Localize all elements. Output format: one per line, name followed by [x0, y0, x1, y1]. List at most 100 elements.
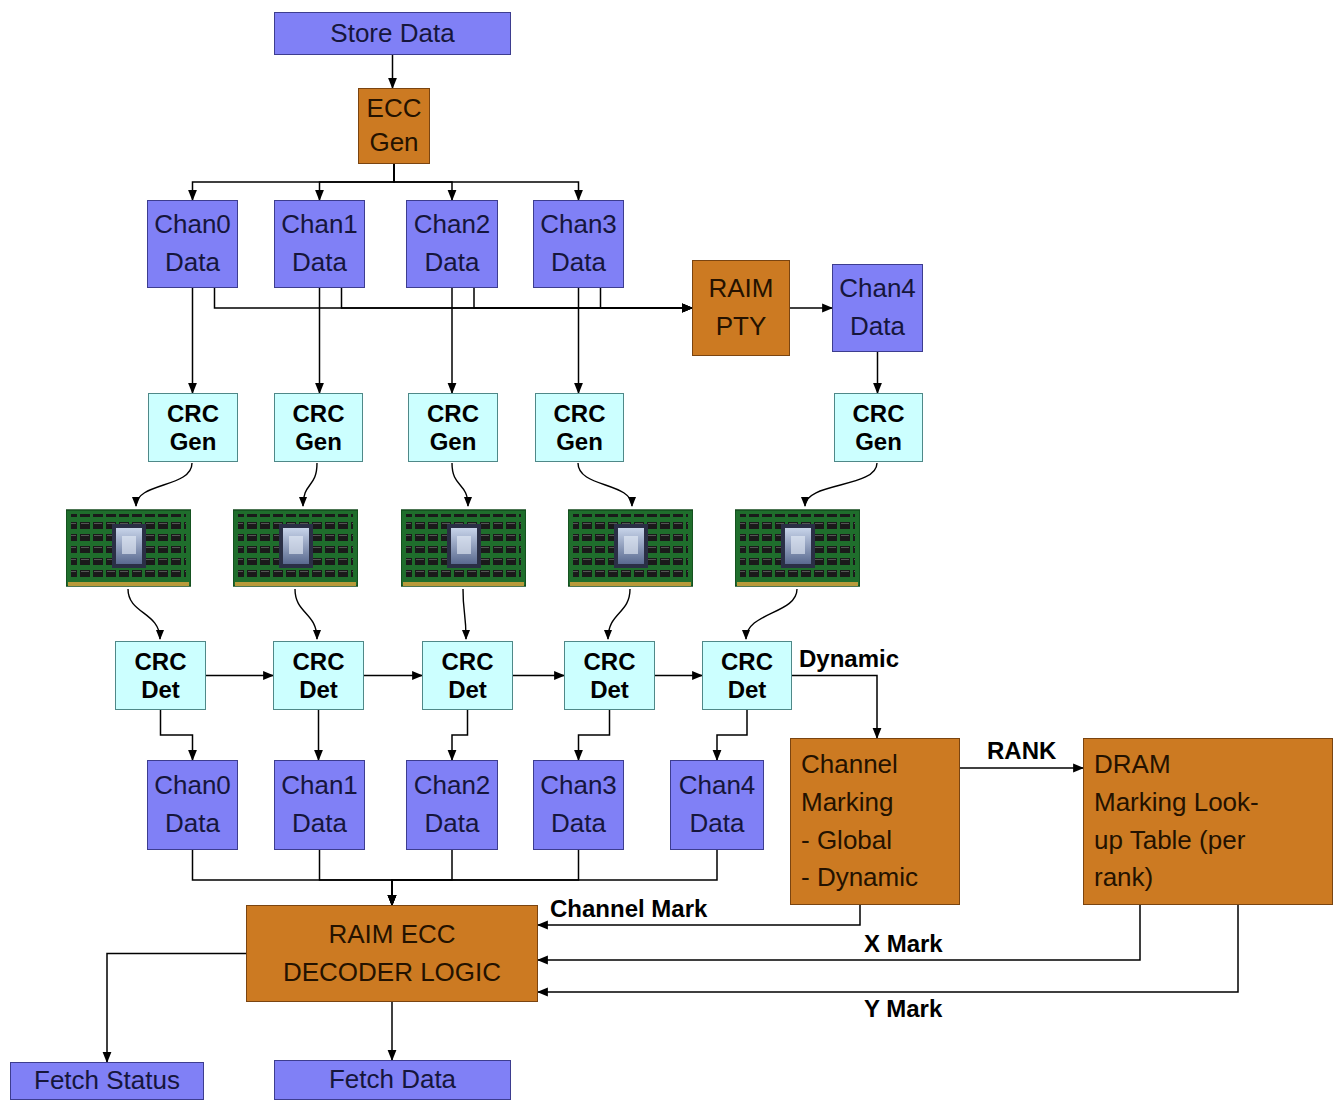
node-text: CRC Det	[119, 648, 202, 703]
crc-box: CRC Det	[564, 641, 655, 710]
node-text: CRC Det	[706, 648, 788, 703]
dimm-image	[568, 510, 693, 586]
crc-box: CRC Gen	[408, 393, 498, 462]
dimm-image	[735, 510, 860, 586]
edge-label: Channel Mark	[548, 896, 709, 922]
connector	[451, 288, 453, 393]
data-box: Chan0 Data	[147, 200, 238, 288]
node-text: DRAM Marking Look-up Table (per rank)	[1094, 746, 1266, 897]
node-text: CRC Det	[568, 648, 651, 703]
edge-label: Y Mark	[862, 996, 944, 1022]
node-text: Chan3 Data	[537, 206, 620, 281]
connector	[320, 164, 395, 200]
connector	[452, 710, 468, 760]
node-text: Chan2 Data	[410, 767, 494, 842]
node-text: Channel Marking	[801, 746, 951, 821]
connector	[364, 675, 422, 677]
logic-box: RAIM PTY	[692, 260, 790, 356]
node-text: Chan0 Data	[151, 767, 234, 842]
logic-box: RAIM ECC DECODER LOGIC	[246, 905, 538, 1002]
data-box: Store Data	[274, 12, 511, 55]
logic-box: DRAM Marking Look-up Table (per rank)	[1083, 738, 1333, 905]
node-text: Fetch Data	[329, 1065, 456, 1095]
crc-box: CRC Gen	[274, 393, 363, 462]
connector	[717, 710, 747, 760]
connector	[601, 288, 693, 308]
node-text: RAIM ECC DECODER LOGIC	[277, 916, 507, 991]
connector	[107, 954, 246, 1063]
data-box: Chan3 Data	[533, 200, 624, 288]
node-text: Chan3 Data	[537, 767, 620, 842]
edge-label: Dynamic	[797, 646, 901, 672]
data-box: Fetch Data	[274, 1060, 511, 1100]
dimm-image	[401, 510, 526, 586]
crc-box: CRC Det	[422, 641, 513, 710]
logic-box: Channel Marking- Global- Dynamic	[790, 738, 960, 905]
connector	[193, 850, 393, 905]
node-text: - Global	[801, 822, 892, 860]
connector	[579, 710, 610, 760]
crc-box: CRC Det	[273, 641, 364, 710]
data-box: Chan0 Data	[147, 760, 238, 850]
connector	[578, 288, 580, 393]
edge-label: X Mark	[862, 931, 945, 957]
node-text: - Dynamic	[801, 859, 918, 897]
node-text: CRC Gen	[278, 400, 359, 455]
crc-box: CRC Det	[702, 641, 792, 710]
node-text: CRC Gen	[412, 400, 494, 455]
edge-label: RANK	[985, 738, 1058, 764]
crc-box: CRC Gen	[834, 393, 923, 462]
connector	[320, 850, 393, 905]
connector	[193, 164, 395, 200]
crc-box: CRC Gen	[148, 393, 238, 462]
dimm-image	[233, 510, 358, 586]
node-text: CRC Det	[426, 648, 509, 703]
node-text: Chan0 Data	[151, 206, 234, 281]
connector	[960, 767, 1083, 769]
connector	[192, 288, 194, 393]
connector	[206, 675, 273, 677]
connector	[318, 710, 320, 760]
data-box: Chan1 Data	[274, 200, 365, 288]
connector	[877, 352, 879, 393]
node-text: CRC Det	[277, 648, 360, 703]
data-box: Fetch Status	[10, 1062, 204, 1100]
node-text: RAIM PTY	[701, 270, 781, 345]
data-box: Chan1 Data	[274, 760, 365, 850]
data-box: Chan4 Data	[670, 760, 764, 850]
connector	[655, 675, 702, 677]
connector	[792, 676, 877, 739]
connector	[392, 850, 452, 905]
connector	[392, 55, 394, 88]
node-text: Chan1 Data	[278, 767, 361, 842]
connector	[474, 288, 692, 308]
connector	[342, 288, 693, 308]
connector	[790, 307, 832, 309]
node-text: Store Data	[330, 19, 454, 49]
node-text: Chan2 Data	[410, 206, 494, 281]
data-box: Chan4 Data	[832, 264, 923, 352]
node-text: CRC Gen	[152, 400, 234, 455]
connector	[394, 164, 579, 200]
node-text: Fetch Status	[34, 1066, 180, 1096]
node-text: ECC Gen	[362, 92, 426, 160]
logic-box: ECC Gen	[358, 88, 430, 164]
connector	[391, 1002, 393, 1060]
data-box: Chan3 Data	[533, 760, 624, 850]
node-text: CRC Gen	[539, 400, 620, 455]
connector	[161, 710, 193, 760]
data-box: Chan2 Data	[406, 760, 498, 850]
connector	[319, 288, 321, 393]
dimm-arrows	[128, 463, 877, 639]
connector	[215, 288, 693, 308]
connector	[513, 675, 564, 677]
node-text: Chan4 Data	[836, 270, 919, 345]
dimm-image	[66, 510, 191, 586]
crc-box: CRC Det	[115, 641, 206, 710]
data-box: Chan2 Data	[406, 200, 498, 288]
node-text: Chan4 Data	[674, 767, 760, 842]
node-text: Chan1 Data	[278, 206, 361, 281]
